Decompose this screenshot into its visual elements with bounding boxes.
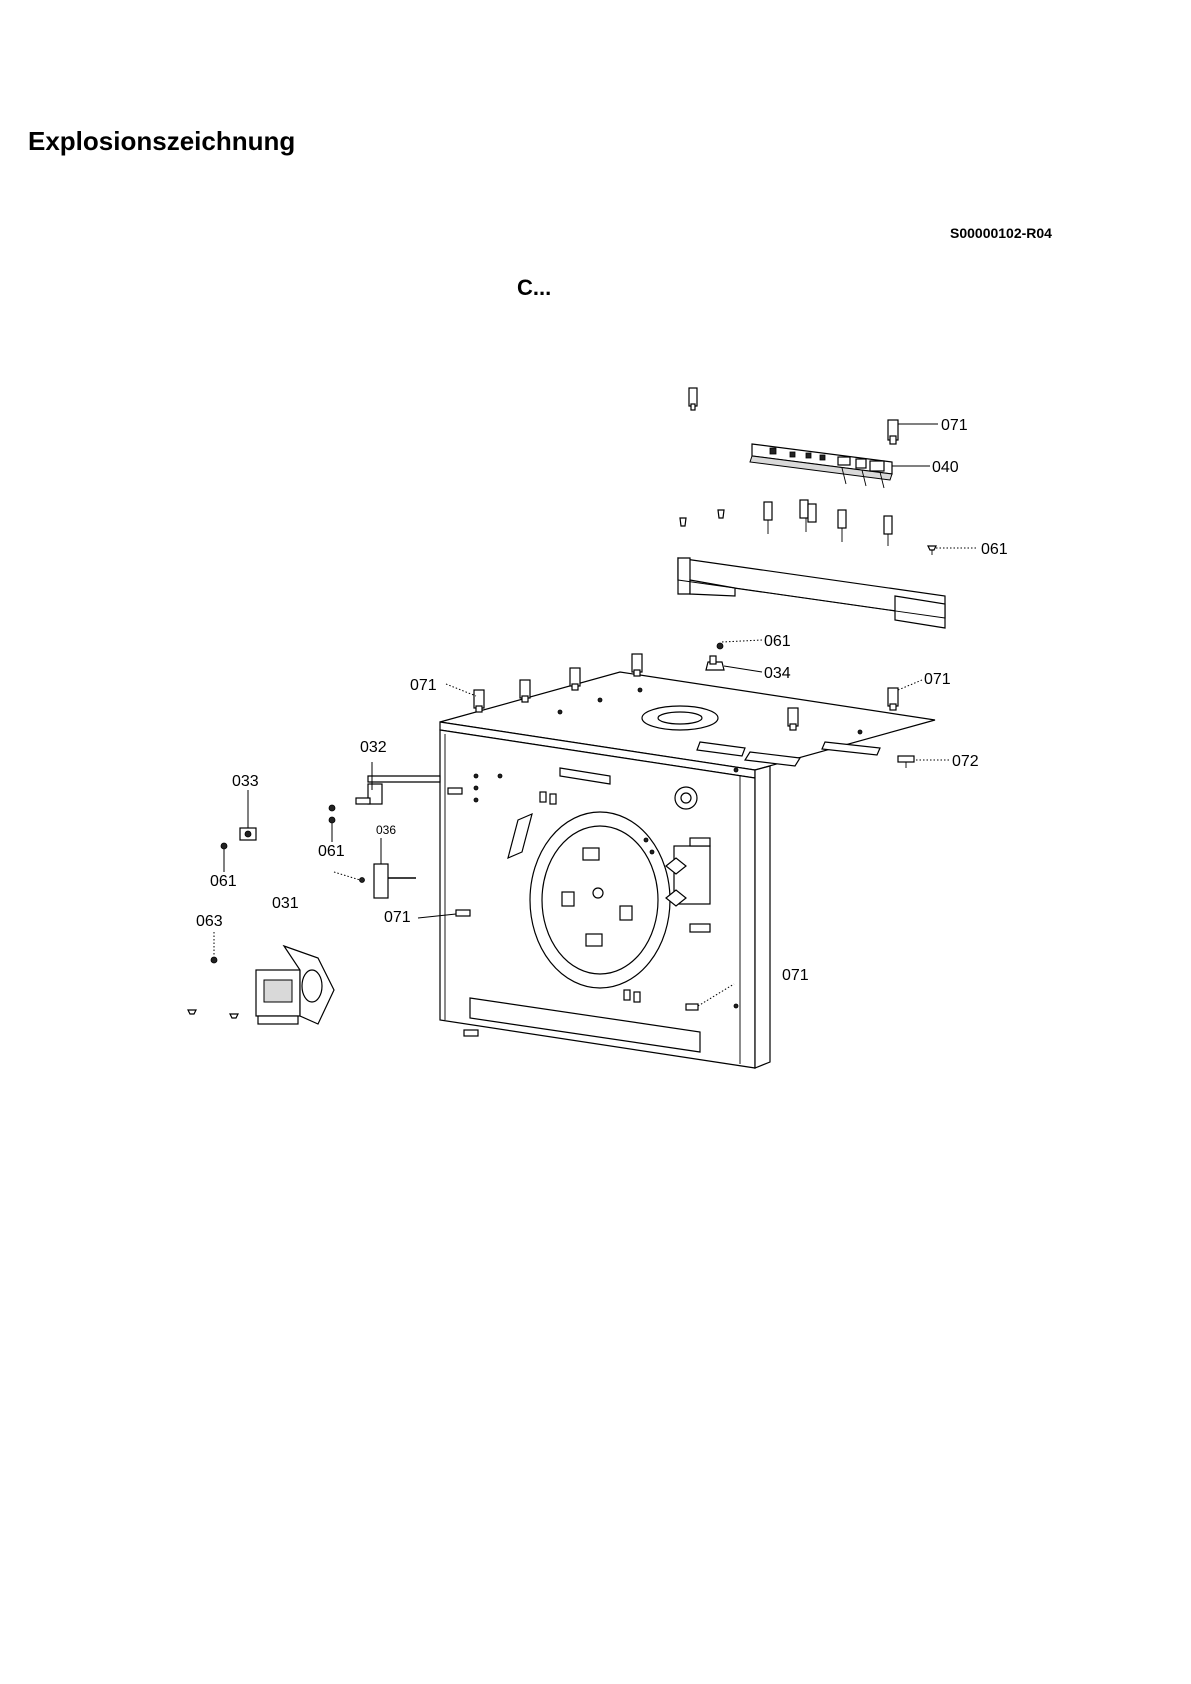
screws-063 [187, 932, 239, 1019]
document-id: S00000102-R04 [950, 225, 1052, 241]
screw-061-right [927, 545, 937, 555]
part-036 [373, 838, 416, 899]
callout-071-top-right: 071 [941, 417, 968, 434]
screw-061-top [716, 642, 724, 650]
callout-071-bottom: 071 [782, 967, 809, 984]
callout-072: 072 [952, 753, 979, 770]
part-072 [897, 755, 915, 768]
callout-036: 036 [376, 823, 396, 837]
callout-031: 031 [272, 895, 299, 912]
clip-part-071-top-right [887, 419, 899, 445]
callout-063: 063 [196, 913, 223, 930]
callout-061-left: 061 [210, 873, 237, 890]
housing-top-panel [439, 671, 936, 779]
clip-071-right-side [685, 1003, 699, 1011]
mounting-bracket [677, 557, 946, 629]
callout-071-mid: 071 [384, 909, 411, 926]
clip-part-top [688, 387, 698, 411]
motor-031 [255, 944, 335, 1025]
screws-061-left [220, 804, 365, 883]
part-034 [705, 655, 725, 671]
connector-pins [679, 499, 893, 546]
callout-033: 033 [232, 773, 259, 790]
front-panel-details [447, 767, 739, 1053]
model-label: C... [517, 275, 552, 300]
callout-040: 040 [932, 459, 959, 476]
page-title: Explosionszeichnung [28, 126, 296, 156]
fan-opening [529, 811, 671, 989]
part-032 [355, 762, 441, 805]
callout-034: 034 [764, 665, 791, 682]
clips-071-top [473, 653, 899, 731]
callout-061-mid: 061 [318, 843, 345, 860]
callout-032: 032 [360, 739, 387, 756]
part-033 [239, 790, 257, 841]
control-board-040 [749, 443, 893, 489]
callout-061-top: 061 [764, 633, 791, 650]
callout-061-right: 061 [981, 541, 1008, 558]
callout-071-top-left: 071 [410, 677, 437, 694]
callout-071-right: 071 [924, 671, 951, 688]
